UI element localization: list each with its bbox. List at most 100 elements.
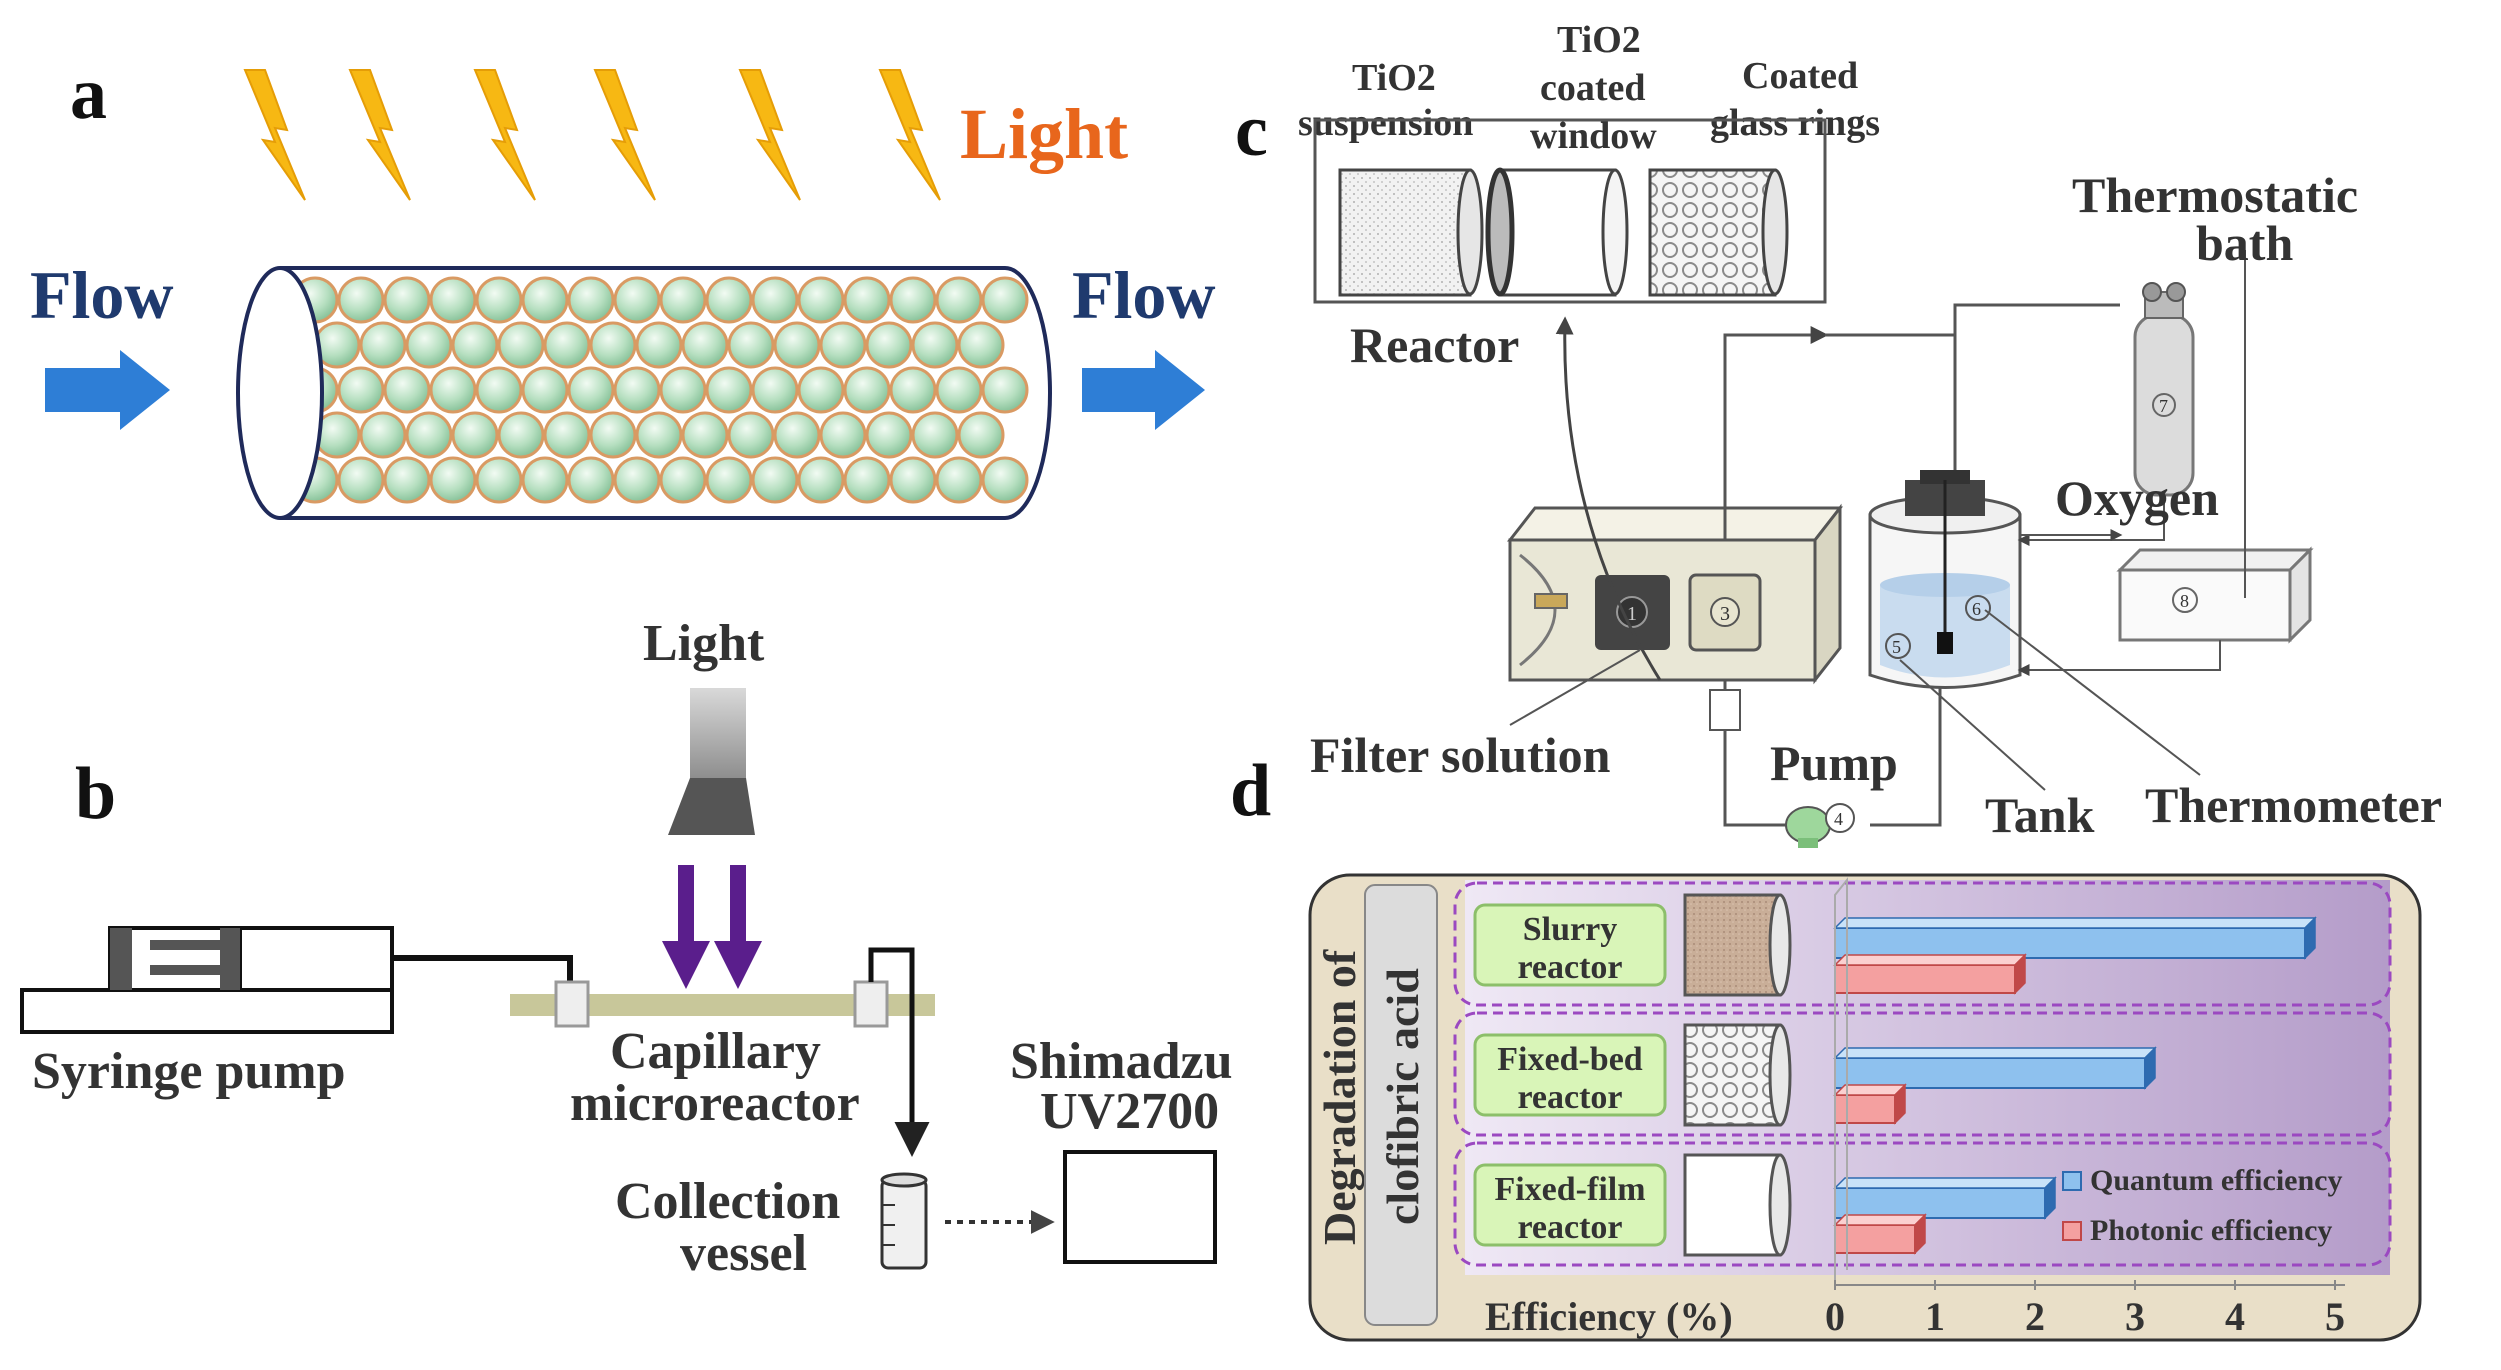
catalyst-sphere — [819, 321, 867, 369]
panel-b-label: b — [75, 753, 116, 835]
bar-quantum-efficiency — [1834, 1187, 2046, 1219]
catalyst-sphere — [475, 366, 523, 414]
tio2-window-l2: coated — [1540, 67, 1646, 109]
catalyst-sphere — [543, 321, 591, 369]
catalyst-sphere — [383, 366, 431, 414]
reactor-name-line2: reactor — [1517, 1079, 1622, 1116]
catalyst-sphere — [865, 321, 913, 369]
flow-in-arrow — [45, 350, 170, 430]
legend-quantum-swatch — [2062, 1171, 2082, 1191]
panel-a: a Light Flow Flow — [30, 53, 1216, 520]
catalyst-sphere — [751, 276, 799, 324]
reactor-icon-end — [1768, 1023, 1792, 1127]
catalyst-sphere — [865, 411, 913, 459]
num-1: 1 — [1627, 603, 1637, 625]
legend-photonic-label: Photonic efficiency — [2090, 1214, 2332, 1247]
legend-quantum-label: Quantum efficiency — [2090, 1164, 2342, 1197]
lightning-bolts — [243, 69, 941, 201]
reactor-types-frame — [1313, 118, 1827, 304]
shimadzu-label: Shimadzu — [1010, 1033, 1233, 1090]
catalyst-sphere — [497, 411, 545, 459]
bar-side-face — [2304, 916, 2316, 960]
packed-spheres — [291, 276, 1029, 504]
tubing-top — [1953, 303, 2120, 335]
num-3: 3 — [1720, 603, 1730, 625]
reactor-label: Reactor — [1350, 317, 1519, 373]
tubing-to-tank — [1825, 333, 1957, 490]
reactor-name-line1: Slurry — [1523, 911, 1617, 948]
catalyst-sphere — [797, 276, 845, 324]
panel-d-title-l1: Degradation of — [1314, 949, 1365, 1245]
coated-rings-l2: glass rings — [1710, 102, 1880, 144]
reactor-name-box — [1473, 903, 1667, 987]
pump-label: Pump — [1770, 735, 1898, 791]
catalyst-sphere — [521, 456, 569, 504]
catalyst-sphere — [659, 456, 707, 504]
tank-icon — [1868, 470, 2022, 689]
flow-in-label: Flow — [30, 257, 174, 333]
catalyst-sphere — [451, 321, 499, 369]
catalyst-sphere — [383, 276, 431, 324]
catalyst-sphere — [589, 321, 637, 369]
collection-label: Collection — [615, 1173, 840, 1230]
num-5: 5 — [1892, 637, 1901, 657]
capillary-label: Capillary — [610, 1023, 821, 1080]
light-label-a: Light — [960, 94, 1128, 174]
lamp-housing — [1506, 503, 1844, 685]
oxygen-cylinder — [2133, 282, 2195, 497]
oxygen-label: Oxygen — [2055, 470, 2219, 526]
oxygen-line — [2017, 495, 2165, 546]
bar-top-face — [1833, 1214, 1927, 1226]
catalyst-sphere — [521, 276, 569, 324]
light-label-b: Light — [643, 615, 765, 672]
catalyst-sphere — [635, 411, 683, 459]
reactor-curved-arrow — [1555, 316, 1662, 681]
panel-d: d Degradation of clofibric acid Slurryre… — [1230, 750, 2422, 1342]
tubing-in — [392, 955, 573, 990]
catalyst-sphere — [659, 366, 707, 414]
catalyst-sphere — [819, 411, 867, 459]
filter-solution-label: Filter solution — [1310, 727, 1611, 783]
filter-pointer — [1509, 649, 1641, 726]
x-tick-label: 1 — [1925, 1294, 1945, 1339]
bath-return-line — [2017, 640, 2221, 676]
num-8: 8 — [2180, 591, 2189, 611]
reactor-name-line2: reactor — [1517, 1209, 1622, 1246]
tube-inlet — [236, 266, 324, 520]
bar-top-face — [1833, 1084, 1907, 1096]
catalyst-sphere — [957, 411, 1005, 459]
catalyst-sphere — [981, 366, 1029, 414]
bar-top-face — [1833, 1047, 2157, 1059]
thermostatic-bath-icon — [2116, 546, 2314, 644]
bar-side-face — [2014, 953, 2026, 995]
catalyst-sphere — [475, 276, 523, 324]
thermostatic-l1: Thermostatic — [2072, 167, 2358, 223]
flow-cell — [1709, 689, 1741, 731]
catalyst-sphere — [843, 366, 891, 414]
x-tick-label: 4 — [2225, 1294, 2245, 1339]
catalyst-sphere — [451, 411, 499, 459]
panel-c: c TiO2 suspension TiO2 coated window Coa… — [1235, 19, 2442, 848]
axis-wall — [1834, 877, 1848, 1285]
reactor-name-box — [1473, 1163, 1667, 1247]
bar-side-face — [2144, 1046, 2156, 1090]
catalyst-sphere — [635, 321, 683, 369]
reactor-name-line1: Fixed-bed — [1497, 1041, 1643, 1078]
catalyst-sphere — [889, 366, 937, 414]
catalyst-sphere — [727, 411, 775, 459]
panel-c-label: c — [1235, 90, 1268, 172]
bar-side-face — [2044, 1176, 2056, 1220]
pump-icon — [1785, 803, 1855, 848]
x-tick-label: 3 — [2125, 1294, 2145, 1339]
capillary-fitting-left — [554, 980, 590, 1028]
catalyst-sphere — [843, 456, 891, 504]
reactor-row-frame — [1453, 881, 2392, 1007]
tank-label: Tank — [1985, 787, 2095, 843]
vessel-label: vessel — [680, 1225, 807, 1282]
tubing-pump-loop — [1723, 740, 1790, 827]
catalyst-sphere — [383, 456, 431, 504]
catalyst-sphere — [589, 411, 637, 459]
catalyst-sphere — [773, 321, 821, 369]
lightning-bolt-icon — [593, 69, 656, 201]
